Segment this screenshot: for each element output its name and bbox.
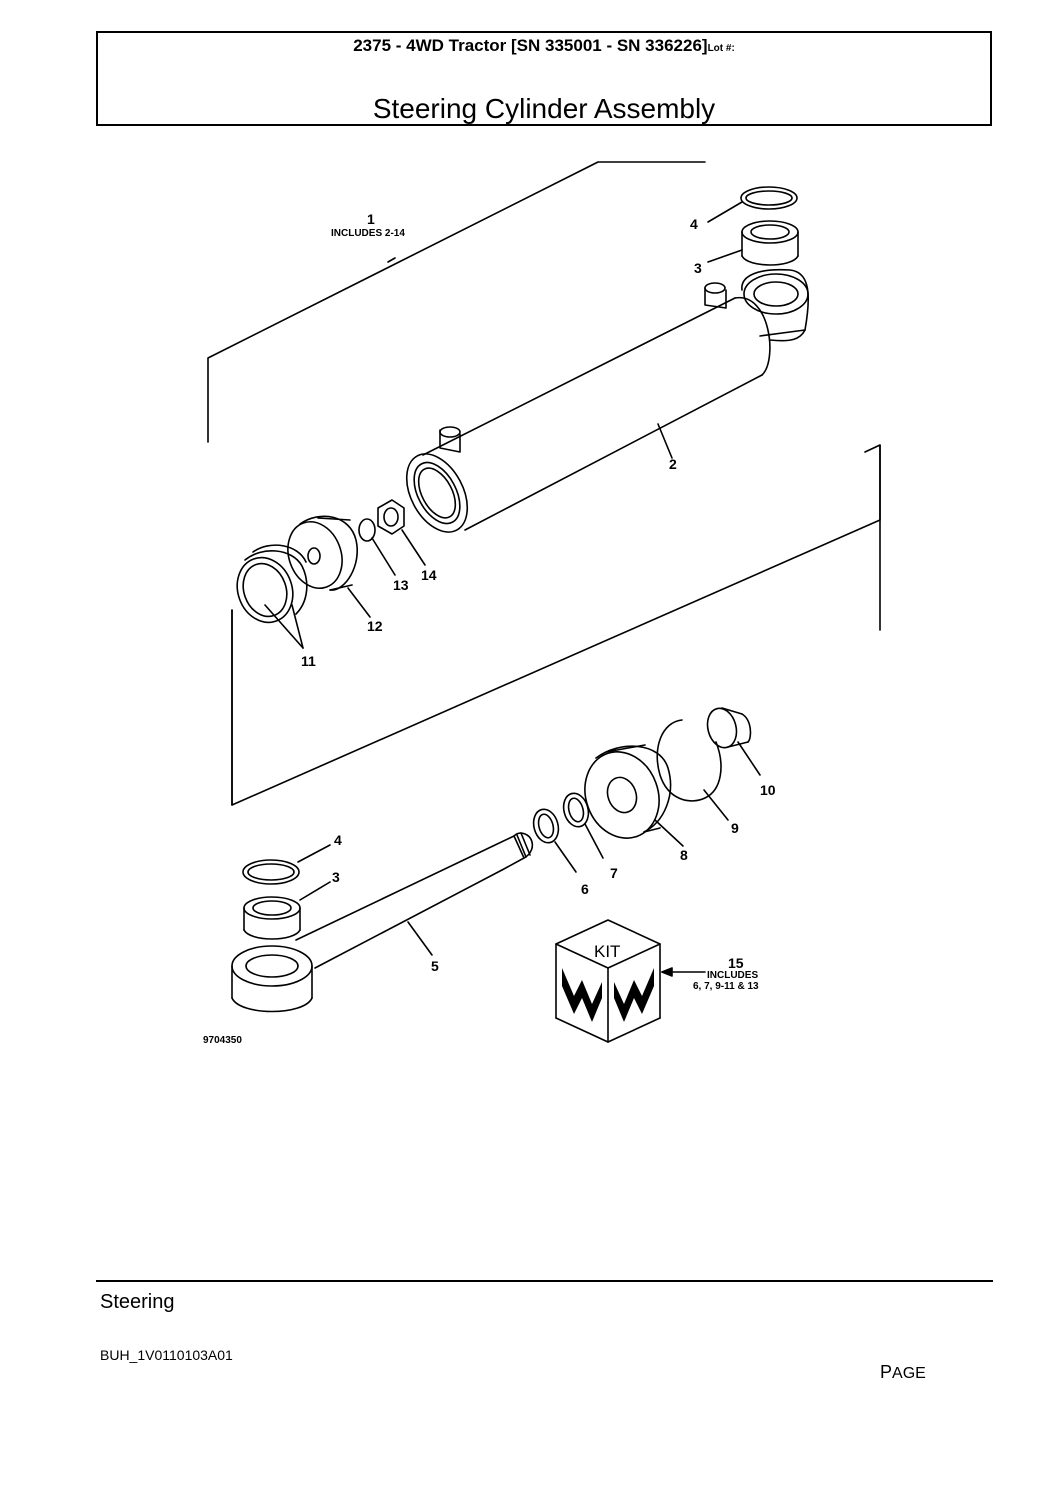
piston-item-12 <box>287 515 371 618</box>
callout-15: 15 <box>728 955 744 971</box>
header-model-line: 2375 - 4WD Tractor [SN 335001 - SN 33622… <box>98 36 990 56</box>
kit-logo-mark <box>562 968 654 1022</box>
callout-5: 5 <box>431 958 439 974</box>
assembly-bracket-item-1 <box>207 161 706 443</box>
callout-12: 12 <box>367 618 383 634</box>
bushing-top-item-3 <box>707 220 799 266</box>
piston-seals-item-11 <box>236 544 308 649</box>
footer-document-code: BUH_1V0110103A01 <box>100 1347 233 1363</box>
callout-15-note-1: INCLUDES <box>707 970 758 981</box>
page-label-initial: P <box>880 1362 893 1382</box>
header-box: 2375 - 4WD Tractor [SN 335001 - SN 33622… <box>96 31 992 126</box>
nut-item-14 <box>377 499 426 566</box>
rod-eye <box>231 945 313 1013</box>
footer-section-name: Steering <box>100 1291 175 1313</box>
kit-label: KIT <box>594 942 620 961</box>
callout-10: 10 <box>760 782 776 798</box>
callout-1-note: INCLUDES 2-14 <box>331 228 405 239</box>
wiper-item-10 <box>706 707 761 776</box>
page-title: Steering Cylinder Assembly <box>372 93 716 124</box>
callout-8: 8 <box>680 847 688 863</box>
callout-6: 6 <box>581 881 589 897</box>
drawing-number: 9704350 <box>203 1035 242 1046</box>
callout-15-note-2: 6, 7, 9-11 & 13 <box>693 981 759 992</box>
callout-11: 11 <box>301 653 316 669</box>
page-label-rest: AGE <box>892 1365 926 1382</box>
callout-3-top: 3 <box>694 260 702 276</box>
rod-seal-item-7 <box>562 792 604 859</box>
cylinder-barrel-item-2 <box>405 268 810 533</box>
callout-4-bottom: 4 <box>334 832 342 848</box>
callout-2: 2 <box>669 456 677 472</box>
model-title: 2375 - 4WD Tractor [SN 335001 - SN 33622… <box>353 36 708 55</box>
bushing-bottom-item-3 <box>243 881 331 940</box>
callout-13: 13 <box>393 577 409 593</box>
piston-rod-item-5 <box>295 832 534 969</box>
callout-9: 9 <box>731 820 739 836</box>
callout-3-bottom: 3 <box>332 869 340 885</box>
exploded-parts-diagram: 1 INCLUDES 2-14 4 3 2 14 13 12 11 10 9 8… <box>203 161 881 1046</box>
snap-ring-top-item-4 <box>707 186 798 223</box>
kit-bracket <box>231 444 881 806</box>
lot-label: Lot #: <box>707 43 735 54</box>
seal-kit-box-item-15 <box>555 919 706 1043</box>
callout-7: 7 <box>610 865 618 881</box>
retaining-ring-item-9 <box>656 719 729 821</box>
callout-1: 1 <box>367 211 375 227</box>
o-ring-item-13 <box>358 518 396 576</box>
rod-seal-item-6 <box>532 808 577 873</box>
callout-4-top: 4 <box>690 216 698 232</box>
snap-ring-bottom-item-4 <box>242 844 331 885</box>
footer-page-label: PAGE <box>880 1362 926 1383</box>
footer-divider <box>96 1280 993 1282</box>
callout-14: 14 <box>421 567 437 583</box>
